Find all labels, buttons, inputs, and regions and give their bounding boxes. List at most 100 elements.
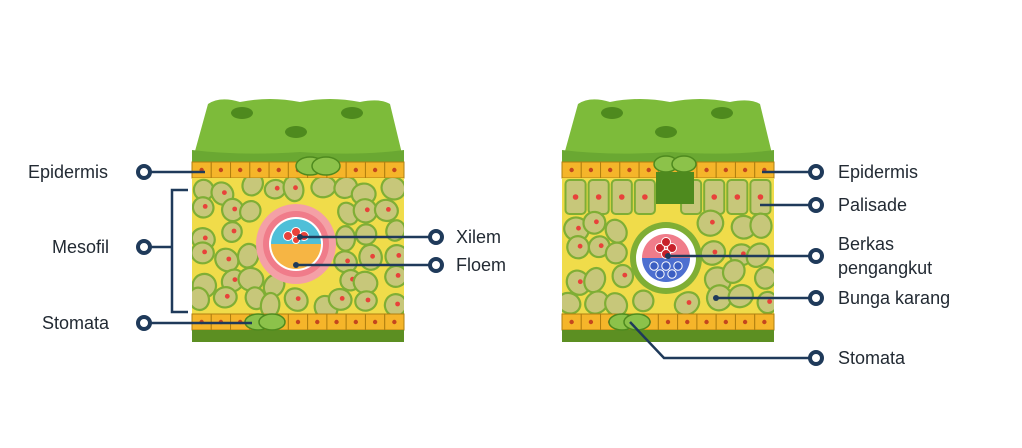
marker-xilem bbox=[428, 229, 444, 245]
cell-nucleus bbox=[618, 194, 625, 200]
cell-nucleus bbox=[569, 167, 574, 173]
cell-nucleus bbox=[723, 319, 729, 325]
cell-nucleus bbox=[392, 319, 397, 325]
mesophyll-cell bbox=[727, 283, 755, 309]
mesophyll-cell bbox=[385, 219, 404, 242]
left-vascular-bundle bbox=[256, 204, 336, 284]
cell-nucleus bbox=[710, 219, 715, 225]
cell-nucleus bbox=[274, 185, 280, 191]
mesophyll-cell bbox=[380, 178, 404, 201]
left-leaf-block bbox=[191, 99, 405, 342]
phloem-cell bbox=[673, 261, 683, 271]
left-phloem-area bbox=[271, 244, 321, 269]
mesophyll-cell bbox=[192, 286, 211, 312]
cell-nucleus bbox=[202, 204, 208, 209]
xylem-vessel bbox=[283, 231, 293, 241]
label-mesofil: Mesofil bbox=[52, 237, 110, 257]
cell-nucleus bbox=[293, 185, 298, 191]
cell-nucleus bbox=[685, 319, 690, 325]
cell-nucleus bbox=[622, 272, 628, 278]
cell-nucleus bbox=[607, 167, 613, 173]
cell-nucleus bbox=[257, 167, 262, 173]
cell-nucleus bbox=[392, 167, 397, 173]
marker-bunga-karang bbox=[808, 290, 824, 306]
label-bunga-karang: Bunga karang bbox=[838, 288, 951, 308]
phloem-cell bbox=[661, 261, 671, 271]
cell-nucleus bbox=[295, 296, 301, 301]
cell-nucleus bbox=[364, 207, 370, 213]
label-berkas-line1: Berkas bbox=[838, 234, 895, 254]
cell-nucleus bbox=[202, 249, 208, 255]
cell-nucleus bbox=[627, 167, 632, 173]
phloem-cell bbox=[655, 269, 665, 279]
cell-nucleus bbox=[276, 167, 281, 173]
cell-nucleus bbox=[345, 258, 350, 264]
callouts bbox=[144, 170, 816, 360]
cell-nucleus bbox=[339, 296, 345, 301]
label-left-epidermis: Epidermis bbox=[28, 162, 109, 182]
mesophyll-cell bbox=[604, 241, 628, 265]
marker-left-epidermis bbox=[136, 164, 152, 180]
cell-nucleus bbox=[226, 256, 232, 262]
cell-nucleus bbox=[598, 243, 604, 249]
mesophyll-cell bbox=[354, 223, 378, 246]
cell-nucleus bbox=[315, 319, 320, 325]
marker-mesofil bbox=[136, 239, 152, 255]
cell-nucleus bbox=[202, 235, 208, 241]
cell-nucleus bbox=[704, 167, 709, 173]
cell-nucleus bbox=[218, 167, 224, 173]
mesophyll-cell bbox=[241, 178, 265, 197]
cell-nucleus bbox=[734, 194, 741, 200]
cell-nucleus bbox=[572, 194, 579, 200]
cell-nucleus bbox=[665, 319, 671, 325]
label-right-epidermis: Epidermis bbox=[838, 162, 919, 182]
mesophyll-cell bbox=[753, 266, 774, 290]
cell-nucleus bbox=[742, 167, 748, 173]
phloem-cell bbox=[649, 261, 659, 271]
cell-nucleus bbox=[577, 243, 583, 249]
cell-nucleus bbox=[762, 319, 767, 325]
mesophyll-cell bbox=[334, 225, 357, 252]
cell-nucleus bbox=[370, 253, 375, 259]
mesophyll-cell bbox=[749, 212, 773, 239]
right-bottom-band bbox=[562, 330, 774, 342]
cell-nucleus bbox=[594, 219, 599, 225]
cell-nucleus bbox=[353, 167, 359, 173]
right-upper-stoma bbox=[653, 155, 697, 204]
right-lower-epidermis bbox=[561, 313, 775, 331]
cell-nucleus bbox=[686, 300, 692, 305]
cell-nucleus bbox=[576, 225, 581, 231]
callout-markers bbox=[136, 164, 824, 366]
cell-nucleus bbox=[395, 273, 401, 278]
label-left-stomata: Stomata bbox=[42, 313, 110, 333]
mesophyll-cell bbox=[236, 242, 260, 269]
marker-berkas bbox=[808, 248, 824, 264]
mesophyll-cell bbox=[721, 259, 746, 284]
cell-nucleus bbox=[222, 190, 227, 196]
callout-endpoints bbox=[293, 234, 719, 301]
cell-nucleus bbox=[237, 167, 243, 173]
left-lower-stoma bbox=[244, 313, 286, 331]
cell-nucleus bbox=[704, 319, 709, 325]
right-vascular-bundle bbox=[630, 222, 702, 294]
mesophyll-cell bbox=[583, 266, 607, 294]
label-right-stomata: Stomata bbox=[838, 348, 906, 368]
label-floem: Floem bbox=[456, 255, 507, 275]
label-xilem: Xilem bbox=[456, 227, 502, 247]
left-bottom-band bbox=[192, 330, 404, 342]
xylem-vessel bbox=[661, 237, 671, 247]
cell-nucleus bbox=[646, 167, 651, 173]
cell-nucleus bbox=[723, 167, 729, 173]
right-surface-pores bbox=[601, 107, 733, 138]
phloem-cell bbox=[667, 269, 677, 279]
callout-line-right-stomata bbox=[629, 321, 816, 360]
cell-nucleus bbox=[372, 319, 378, 325]
cell-nucleus bbox=[231, 228, 237, 234]
cell-nucleus bbox=[642, 194, 648, 200]
mesophyll-cell bbox=[562, 291, 582, 314]
cell-nucleus bbox=[295, 319, 301, 325]
marker-right-stomata bbox=[808, 350, 824, 366]
right-leaf-block bbox=[561, 99, 775, 342]
cell-nucleus bbox=[365, 297, 371, 303]
